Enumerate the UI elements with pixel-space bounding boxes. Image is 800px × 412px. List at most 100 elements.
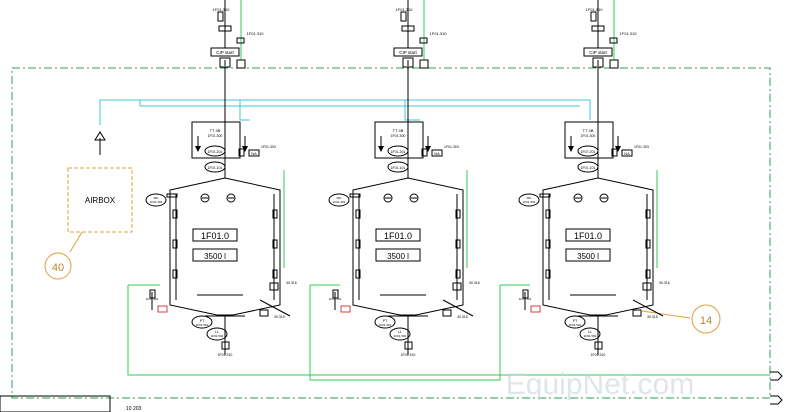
jacket-zone: [455, 269, 461, 279]
mix-valve[interactable]: [259, 309, 269, 317]
jacket-zone: [272, 209, 278, 219]
side-box: [248, 149, 260, 157]
instrument-a: [204, 145, 226, 157]
indicator-box: [400, 11, 407, 22]
green-valve: [609, 37, 618, 44]
jacket-zone: [455, 209, 461, 219]
top-tag: 1F01.310: [396, 7, 414, 12]
level-tag: 1F01.502: [211, 334, 224, 338]
cip-start-box[interactable]: [210, 47, 240, 57]
spray-ball: [409, 193, 419, 203]
cip-start-box[interactable]: [583, 47, 613, 57]
manway-neck: [539, 193, 551, 198]
mix-valve[interactable]: [632, 309, 642, 317]
green-valve: [419, 37, 428, 44]
jacket-zone: [355, 269, 361, 279]
drain-valve: [594, 341, 603, 350]
bottom-valve[interactable]: [340, 305, 351, 313]
title-block-number: 10 203: [126, 406, 142, 412]
temp-instrument: [564, 315, 586, 329]
side-valve: [238, 148, 245, 157]
manway-tag: 1F01.303: [150, 200, 163, 204]
cip-start-box[interactable]: [393, 47, 423, 57]
green-return-line: [127, 285, 770, 376]
tank-id: 1F01.0: [384, 231, 412, 241]
tank-body[interactable]: [542, 177, 654, 316]
manway-label: MH: [154, 196, 159, 200]
level-label: LL: [398, 330, 402, 334]
watermark: EquipNet.com: [506, 368, 694, 401]
top-valve: [218, 25, 232, 32]
ti-code: 1F01.300: [581, 134, 596, 138]
tank-id-box: [565, 228, 611, 242]
tank-id-box: [192, 228, 238, 242]
jacket-zone: [272, 239, 278, 249]
temp-label: PT: [573, 319, 578, 323]
spray-ball: [226, 193, 236, 203]
pipe-line: [632, 299, 664, 317]
bottom-indicator: [149, 289, 156, 299]
tank-body[interactable]: [169, 177, 281, 316]
instrument-a: [577, 145, 599, 157]
side-box-label: NA: [434, 151, 440, 156]
drain-valve: [221, 341, 230, 350]
mix-valve[interactable]: [442, 309, 452, 317]
manway[interactable]: [328, 193, 350, 207]
side-tag: 1F01.303: [444, 145, 459, 149]
manway-label: MH: [337, 196, 342, 200]
plant-boundary: [11, 67, 771, 399]
top-tag: 1F01.310: [213, 7, 231, 12]
top-valve: [401, 25, 415, 32]
bottom-valve[interactable]: [530, 305, 541, 313]
down-arrow: [615, 146, 621, 152]
temp-instrument: [191, 315, 213, 329]
drain-tag: 1F01.310: [591, 353, 606, 357]
outlet-valve[interactable]: [269, 282, 279, 291]
top-valve: [591, 25, 605, 32]
right-connector: [770, 371, 783, 405]
bottom-valve[interactable]: [157, 305, 168, 313]
manway[interactable]: [518, 193, 540, 207]
mix-tag: 30.315: [274, 315, 285, 319]
cip-start-label: CIP start: [399, 50, 417, 55]
temp-tag: 1F01.501: [196, 323, 209, 327]
drain-valve: [404, 341, 413, 350]
valve-tag: 1F01.310: [620, 31, 638, 36]
tank-volume-box: [192, 248, 238, 262]
outlet-valve[interactable]: [452, 282, 462, 291]
side-tag: 1F01.303: [634, 145, 649, 149]
indicator-box: [590, 11, 597, 22]
jacket-zone: [545, 209, 551, 219]
drain-tag: 1F01.310: [401, 353, 416, 357]
ti-code: 1F01.300: [208, 134, 223, 138]
down-arrow: [195, 146, 201, 152]
side-box-label: NA: [251, 151, 257, 156]
valve-tag: 1F01.310: [247, 31, 265, 36]
jacket-zone: [545, 269, 551, 279]
instrument-b: [204, 161, 226, 173]
outlet-tag: 30.316: [659, 281, 670, 285]
indicator-box: [217, 11, 224, 22]
side-valve: [421, 148, 428, 157]
manway-neck: [166, 193, 178, 198]
airbox[interactable]: [67, 167, 133, 233]
instrument-b: [387, 161, 409, 173]
ti-tag: TT 4B: [583, 128, 594, 133]
temp-label: PT: [383, 319, 388, 323]
valve-tag: 1F01.310: [430, 31, 448, 36]
tank-volume: 3500 l: [387, 252, 409, 261]
tank-body[interactable]: [352, 177, 464, 316]
outlet-tag: 30.316: [469, 281, 480, 285]
instrument-frame: [374, 121, 424, 159]
bottom-indicator: [522, 289, 529, 299]
ti-code: 1F01.300: [391, 134, 406, 138]
manway[interactable]: [145, 193, 167, 207]
outlet-valve[interactable]: [642, 282, 652, 291]
callout-14-text: 14: [700, 315, 712, 327]
mix-tag: 30.315: [457, 315, 468, 319]
